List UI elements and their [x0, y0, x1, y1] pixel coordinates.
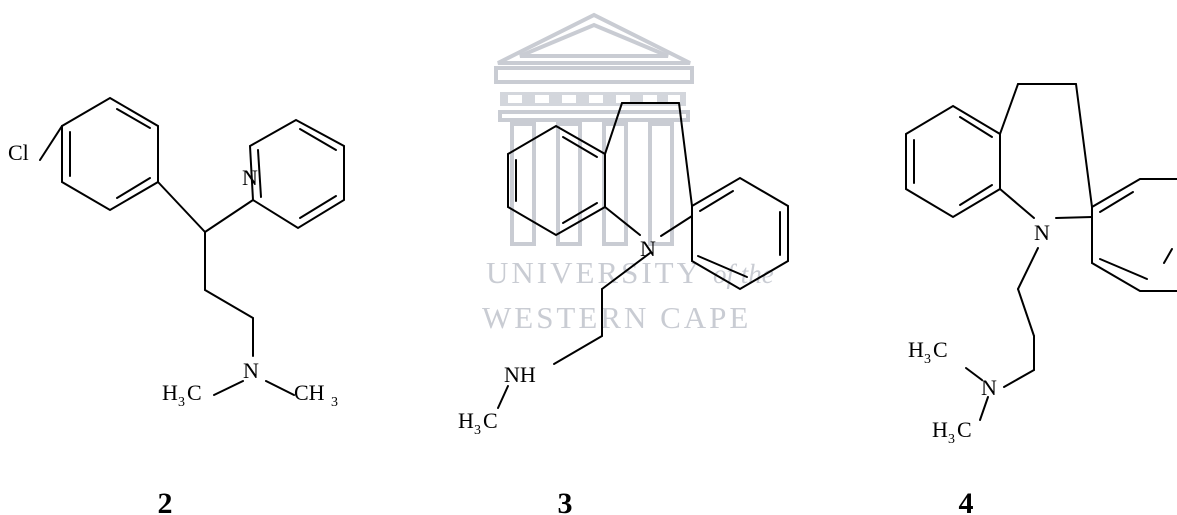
- university-watermark: UNIVERSITY of the WESTERN CAPE: [482, 12, 774, 335]
- watermark-university: UNIVERSITY: [486, 255, 702, 290]
- compound-4-n-amine-label: N: [981, 375, 997, 400]
- compound-2-n-ring-label: N: [242, 165, 258, 190]
- compound-4-h3c-bot-sub: 3: [948, 432, 955, 447]
- compound-4-h3c-bot-h: H: [932, 417, 948, 442]
- compound-4-h3c-bot-c: C: [957, 417, 972, 442]
- compound-4-h3c-top-c: C: [933, 337, 948, 362]
- compound-2-h3c-h: H: [162, 380, 178, 405]
- compound-2-n-amine-label: N: [243, 358, 259, 383]
- compound-4-h3c-top-h: H: [908, 337, 924, 362]
- watermark-of-the: of the: [713, 259, 774, 289]
- compound-2-h3c-c: C: [187, 380, 202, 405]
- compound-3-structure: [497, 102, 789, 409]
- compound-4-n-ring-label: N: [1034, 220, 1050, 245]
- compound-2-ch3-sub: 3: [331, 395, 338, 410]
- compound-2-number: 2: [158, 487, 173, 515]
- compound-3-number: 3: [558, 487, 573, 515]
- compound-3-nh-label: NH: [504, 362, 536, 387]
- compound-2-h3c-sub: 3: [178, 395, 185, 410]
- watermark-western-cape: WESTERN CAPE: [482, 300, 751, 335]
- compound-3-n-ring-label: N: [640, 236, 656, 261]
- compound-2-structure: [39, 96, 345, 396]
- compound-4-structure: [905, 83, 1177, 421]
- crest-building-icon: [494, 12, 694, 246]
- compound-2-cl-label: Cl: [8, 140, 29, 165]
- compound-3-h3c-h: H: [458, 408, 474, 433]
- compound-4-h3c-top-sub: 3: [924, 352, 931, 367]
- compound-4-number: 4: [959, 487, 974, 515]
- compound-3-h3c-sub: 3: [474, 423, 481, 438]
- compound-2-ch3-c: CH: [294, 380, 325, 405]
- compound-3-h3c-c: C: [483, 408, 498, 433]
